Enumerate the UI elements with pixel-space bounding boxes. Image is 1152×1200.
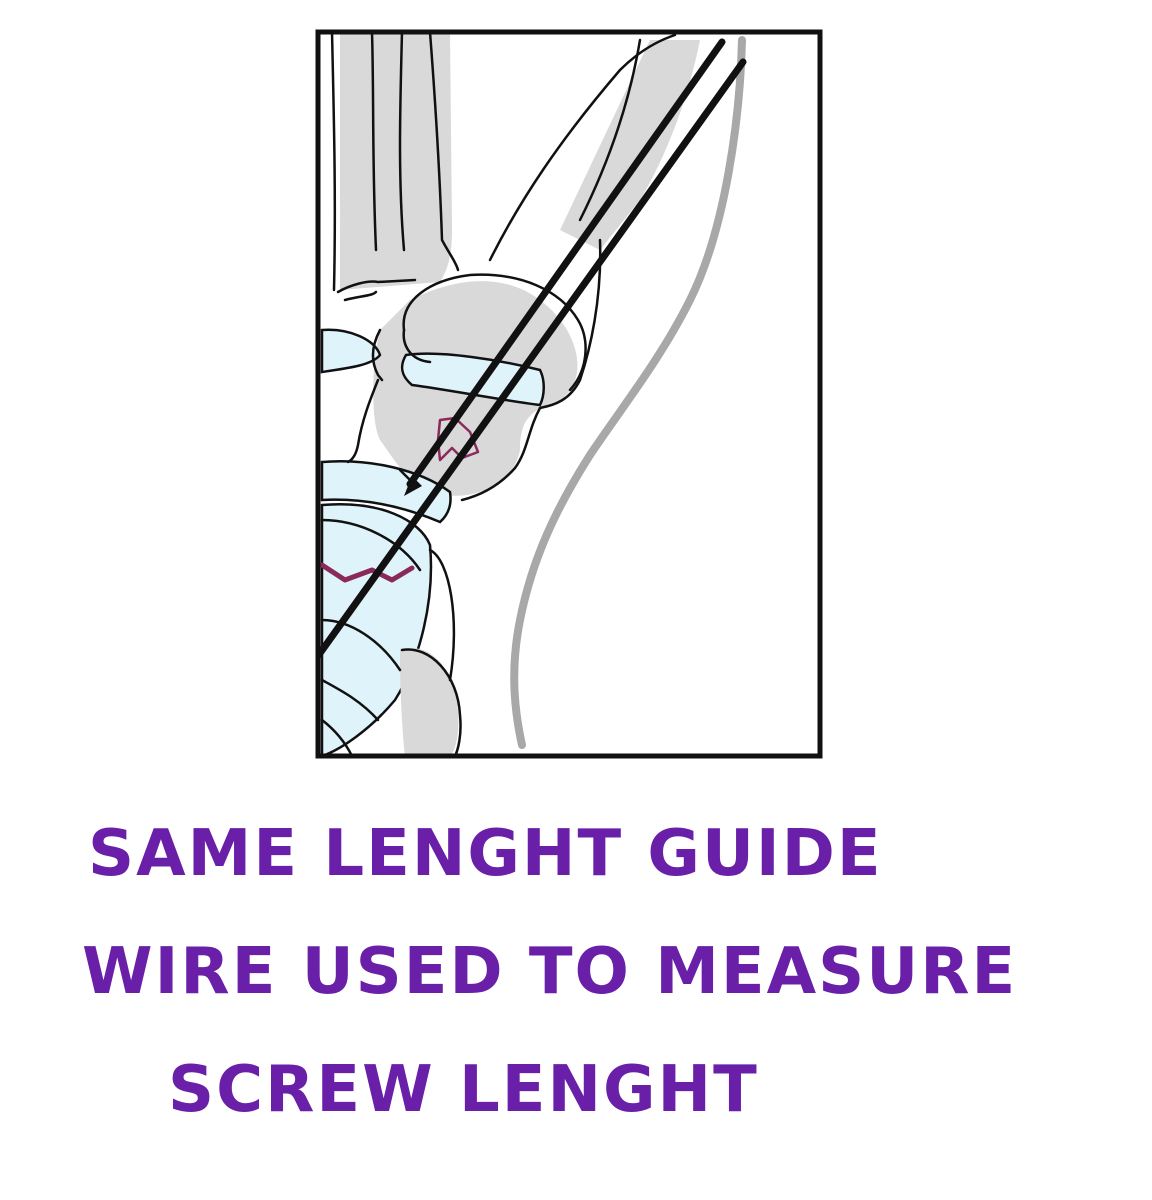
caption-line-3: SCREW LENGHT [168, 1053, 759, 1127]
cuneiform-cartilage [320, 328, 382, 374]
skin-outline [510, 36, 746, 749]
sesamoid-shading [400, 648, 459, 756]
guide-wire-2 [318, 58, 747, 660]
foot-xray-sketch [315, 29, 823, 759]
lower-cartilage-band [320, 503, 433, 756]
wire-arrow-tip [404, 476, 422, 496]
sketch-svg [315, 29, 823, 759]
xray-frame [315, 29, 823, 759]
fracture-line-lower [319, 562, 415, 583]
bone-outlines [320, 32, 677, 756]
caption-line-2: WIRE USED TO MEASURE [82, 935, 1018, 1009]
guide-wire-1 [406, 38, 726, 488]
fibula-bone [560, 40, 700, 250]
caption: SAME LENGHT GUIDE WIRE USED TO MEASURE S… [0, 800, 1152, 1180]
tibia-bone [340, 32, 452, 290]
caption-line-1: SAME LENGHT GUIDE [88, 817, 883, 891]
